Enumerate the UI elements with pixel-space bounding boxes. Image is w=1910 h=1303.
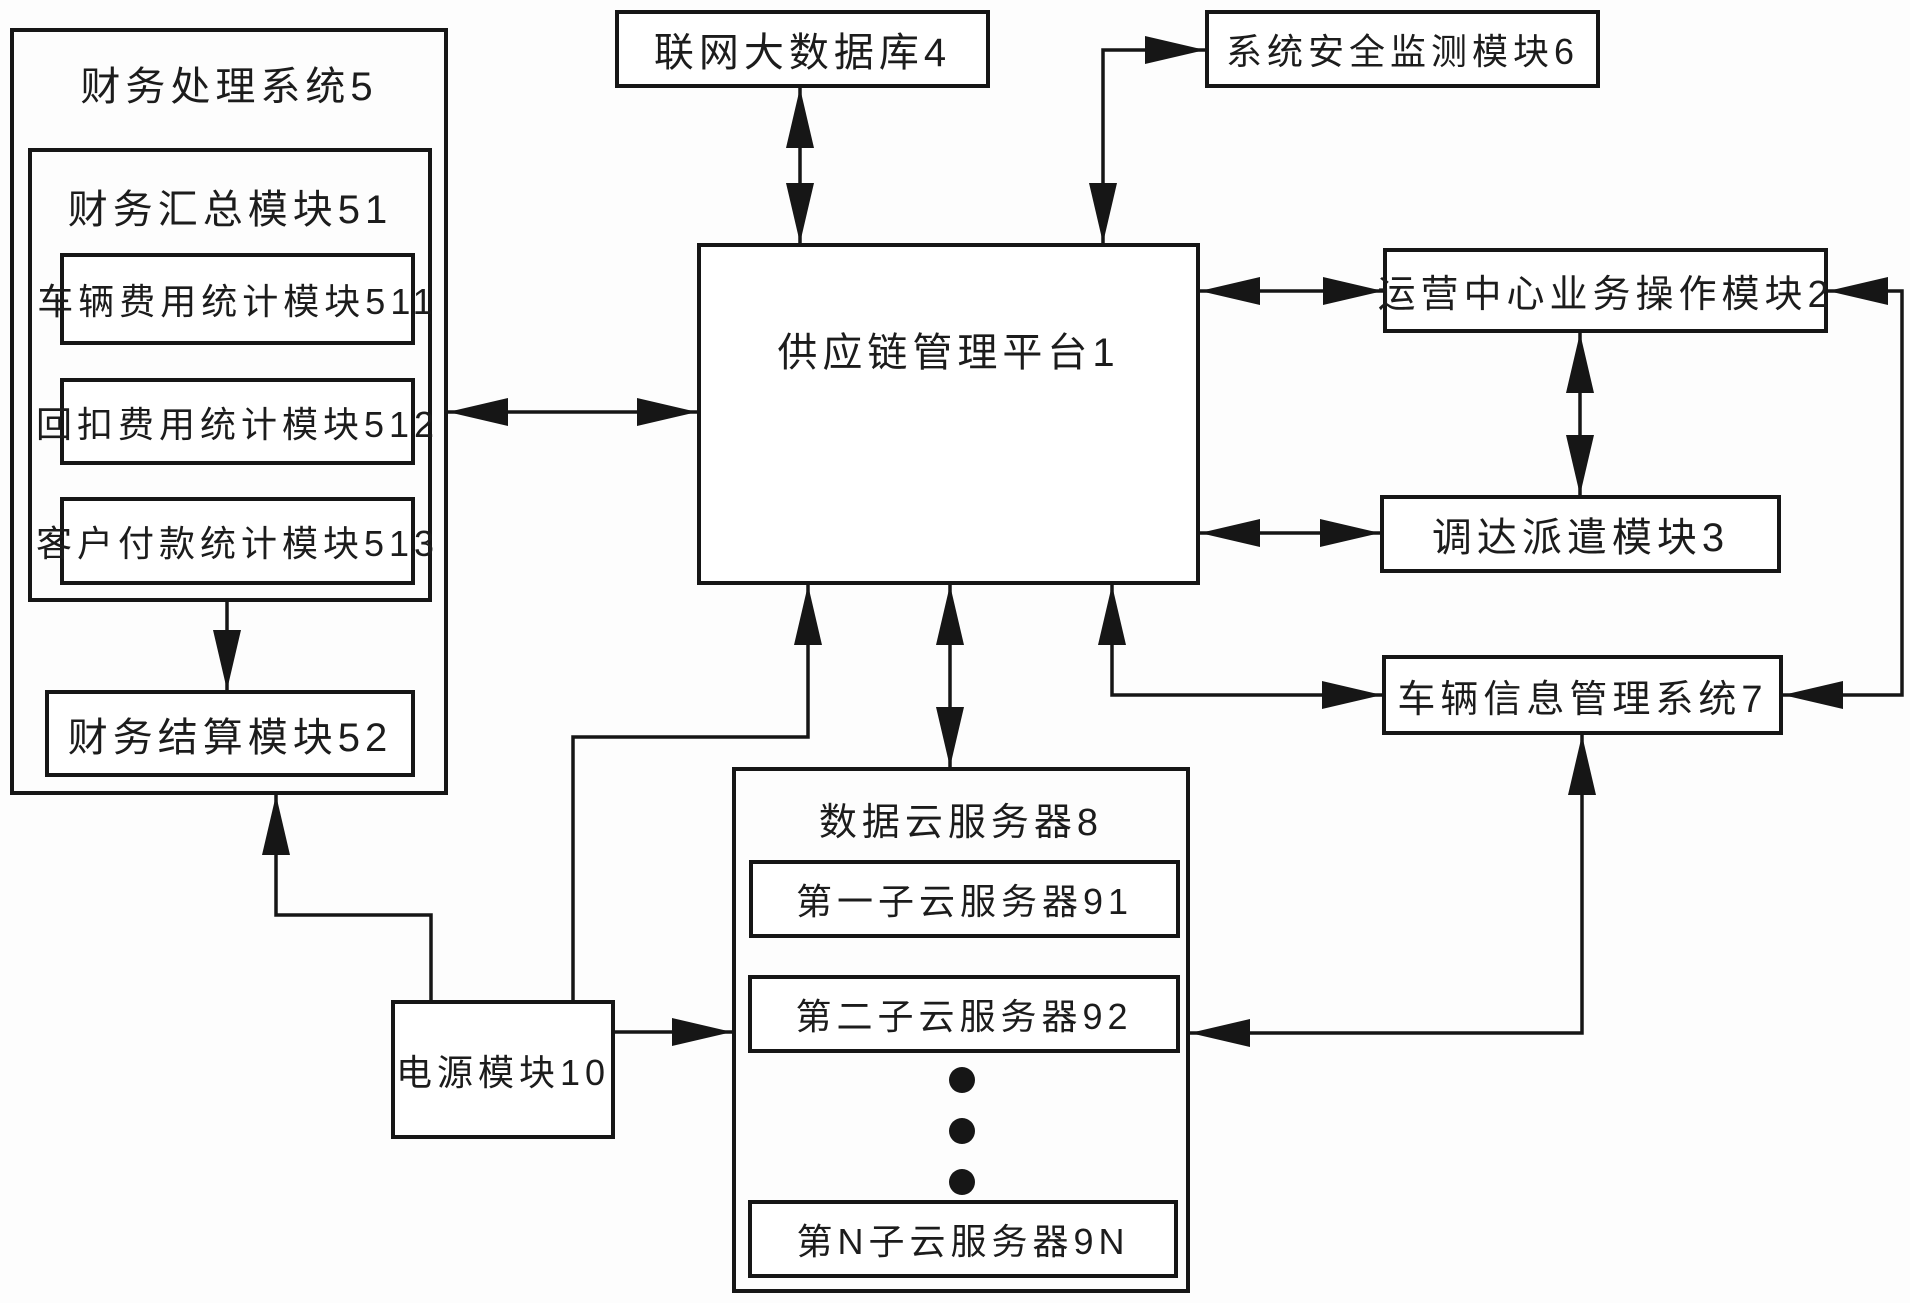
connector-power10-cloud8	[615, 1018, 732, 1046]
node-label: 第一子云服务器91	[795, 881, 1134, 922]
node-label: 调达派遣模块3	[1431, 516, 1730, 560]
node-vehicle-info-management-7: 车辆信息管理系统7	[1382, 655, 1783, 735]
node-label: 电源模块10	[395, 1051, 611, 1093]
node-label: 财务结算模块52	[67, 715, 393, 760]
node-label: 财务处理系统5	[80, 65, 378, 109]
ellipsis-dots	[949, 1067, 975, 1195]
node-label: 客户付款统计模块513	[35, 523, 440, 564]
node-supply-chain-platform-1: 供应链管理平台1	[697, 243, 1200, 585]
connector-summary51-settlement52	[213, 602, 241, 690]
node-label: 车辆费用统计模块511	[37, 281, 438, 322]
connector-operation2-vehicleinfo7	[1783, 277, 1904, 709]
node-label: 第二子云服务器92	[795, 996, 1133, 1037]
connector-operation2-dispatch3	[1566, 333, 1594, 495]
connector-platform1-vehicleinfo7	[1098, 585, 1382, 709]
node-rebate-expense-statistics-512: 回扣费用统计模块512	[36, 378, 434, 465]
node-label: 供应链管理平台1	[777, 331, 1120, 375]
node-customer-payment-statistics-513: 客户付款统计模块513	[36, 497, 434, 585]
node-vehicle-expense-statistics-511: 车辆费用统计模块511	[37, 253, 433, 345]
node-label: 系统安全监测模块6	[1225, 31, 1580, 72]
node-label: 运营中心业务操作模块2	[1377, 274, 1834, 316]
connector-financial5-platform1	[448, 398, 697, 426]
connector-database4-platform1	[786, 88, 814, 243]
connector-vehicleinfo7-cloud8	[1190, 735, 1596, 1047]
connector-platform1-operation2	[1200, 277, 1383, 305]
node-dispatch-module-3: 调达派遣模块3	[1380, 495, 1781, 573]
node-sub-cloud-server-91: 第一子云服务器91	[749, 860, 1180, 938]
node-label: 联网大数据库4	[653, 31, 952, 75]
node-label: 数据云服务器8	[818, 802, 1104, 844]
connector-platform1-dispatch3	[1200, 519, 1380, 547]
node-data-cloud-server-8: 数据云服务器8	[732, 767, 1190, 1293]
node-network-big-database-4: 联网大数据库4	[615, 10, 990, 88]
node-label: 第N子云服务器9N	[796, 1221, 1130, 1262]
node-financial-processing-system-5: 财务处理系统5	[10, 28, 448, 795]
connector-power10-platform1	[571, 585, 822, 1000]
node-label: 回扣费用统计模块512	[35, 403, 440, 445]
connector-platform1-cloud8	[936, 585, 964, 767]
node-sub-cloud-server-9n: 第N子云服务器9N	[748, 1200, 1178, 1278]
node-financial-summary-module-51: 财务汇总模块51	[28, 148, 432, 602]
node-financial-settlement-module-52: 财务结算模块52	[45, 690, 415, 777]
node-power-module-10: 电源模块10	[391, 1000, 615, 1139]
node-label: 财务汇总模块51	[67, 188, 393, 232]
node-sub-cloud-server-92: 第二子云服务器92	[748, 975, 1180, 1053]
node-operation-center-module-2: 运营中心业务操作模块2	[1377, 248, 1829, 333]
connector-platform1-security6	[1089, 36, 1205, 243]
node-system-security-monitor-6: 系统安全监测模块6	[1205, 10, 1600, 88]
connector-power10-financial5	[262, 795, 433, 1000]
node-label: 车辆信息管理系统7	[1397, 678, 1768, 721]
